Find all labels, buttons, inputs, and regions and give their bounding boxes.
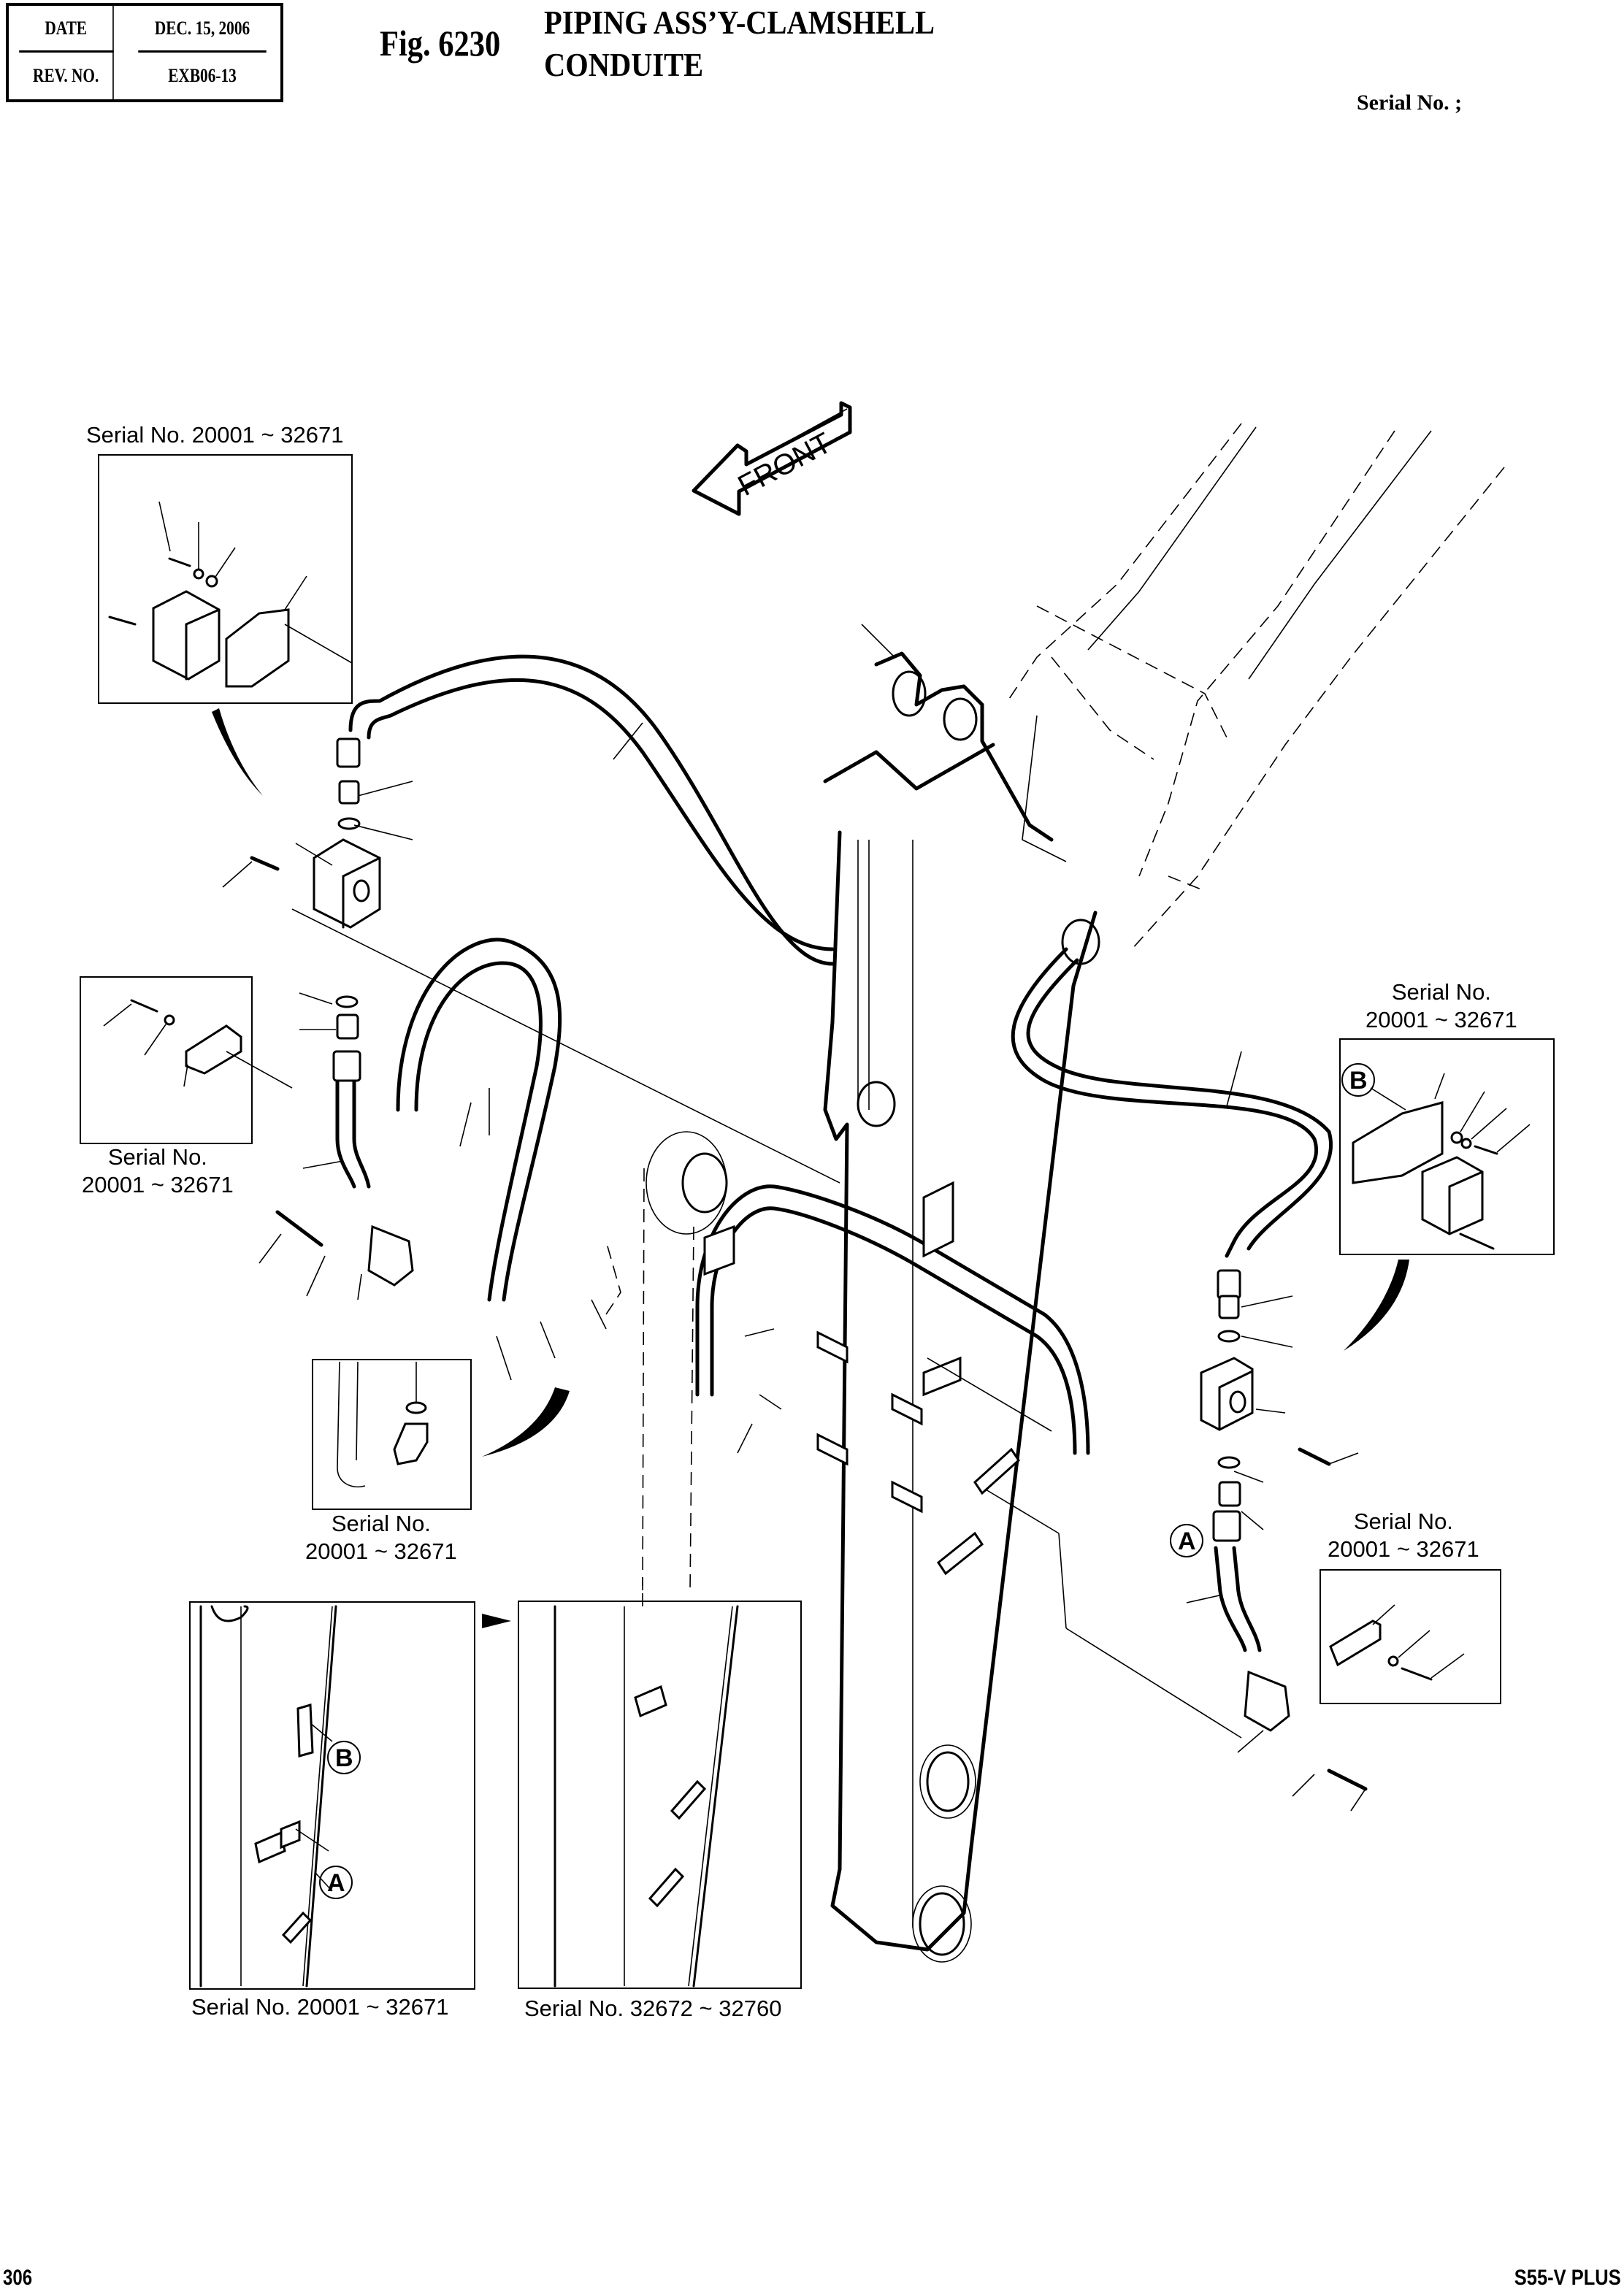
pipe-right-lower — [1214, 1546, 1262, 1652]
inset-center-elbow-label: Serial No. 20001 ~ 32671 — [305, 1511, 457, 1564]
inset-center-elbow-parts — [337, 1361, 429, 1487]
date-value: DEC. 15, 2006 — [138, 6, 267, 53]
svg-text:A: A — [327, 1869, 345, 1897]
inset-top-left-label: Serial No. 20001 ~ 32671 — [86, 422, 344, 448]
figure-title-line1: PIPING ASS’Y-CLAMSHELL — [544, 4, 935, 41]
figure-title: PIPING ASS’Y-CLAMSHELL CONDUITE — [544, 1, 935, 86]
revision-table: DATE DEC. 15, 2006 REV. NO. EXB06-13 — [6, 3, 283, 102]
fittings-right — [1212, 1269, 1290, 1732]
valve-block-right — [1200, 1357, 1254, 1431]
inset-bottom-old-frame — [189, 1601, 475, 1990]
inset-right-clamp-frame — [1320, 1569, 1501, 1704]
inset-left-clamp-frame — [80, 976, 253, 1144]
clamp-plates — [703, 1181, 1020, 1576]
svg-text:B: B — [1349, 1067, 1368, 1095]
hose-left-loop — [396, 938, 562, 1302]
hose-upper — [348, 654, 835, 966]
inset-bottom-new-parts — [554, 1605, 739, 1988]
serial-number-header: Serial No. ; — [1357, 91, 1463, 115]
inset-bottom-new-label: Serial No. 32672 ~ 32760 — [524, 1996, 782, 2021]
date-label: DATE — [19, 6, 114, 53]
inset-bottom-old-parts — [199, 1605, 337, 1988]
inset-center-elbow-frame — [312, 1359, 472, 1510]
sweep-arrows — [212, 708, 1409, 1628]
figure-number: Fig. 6230 — [380, 23, 501, 64]
svg-text:A: A — [1178, 1528, 1196, 1555]
cylinder-outline — [642, 1131, 728, 1592]
inset-right-bracket-label: Serial No. 20001 ~ 32671 — [1366, 979, 1517, 1032]
inset-left-clamp-parts — [103, 999, 293, 1089]
valve-block-left — [313, 838, 381, 929]
figure-title-line2: CONDUITE — [544, 46, 704, 83]
svg-text:B: B — [335, 1744, 353, 1772]
inset-right-clamp-parts — [1329, 1604, 1465, 1681]
inset-bottom-new-frame — [518, 1601, 802, 1989]
callout-b-inset-right: B — [1341, 1063, 1375, 1097]
inset-bottom-old-label: Serial No. 20001 ~ 32671 — [191, 1994, 449, 2020]
page-number: 306 — [3, 2266, 33, 2290]
inset-left-clamp-label: Serial No. 20001 ~ 32671 — [82, 1144, 234, 1197]
front-arrow-icon: FRONT — [692, 401, 852, 516]
hose-right — [1011, 947, 1333, 1258]
callout-a-inset-bottom: A — [319, 1866, 353, 1899]
rev-value: EXB06-13 — [168, 65, 237, 86]
callout-a-main: A — [1170, 1524, 1203, 1557]
rev-label: REV. NO. — [19, 53, 114, 99]
boom-outline — [1007, 423, 1505, 950]
hose-center — [695, 1184, 1090, 1455]
fittings-left — [332, 737, 414, 1287]
arm-body — [823, 651, 1100, 1963]
bolts — [250, 856, 1368, 1791]
callout-b-inset-bottom: B — [327, 1741, 361, 1774]
pipe-left-lower — [335, 1071, 371, 1189]
inset-right-bracket-parts — [1352, 1073, 1531, 1250]
leader-lines — [222, 624, 1366, 1812]
model-name: S55-V PLUS — [1514, 2266, 1621, 2290]
inset-right-clamp-label: Serial No. 20001 ~ 32671 — [1328, 1509, 1479, 1562]
inset-top-left-parts — [108, 501, 353, 688]
inset-right-bracket-frame — [1339, 1038, 1555, 1255]
inset-top-left-frame — [98, 454, 353, 704]
